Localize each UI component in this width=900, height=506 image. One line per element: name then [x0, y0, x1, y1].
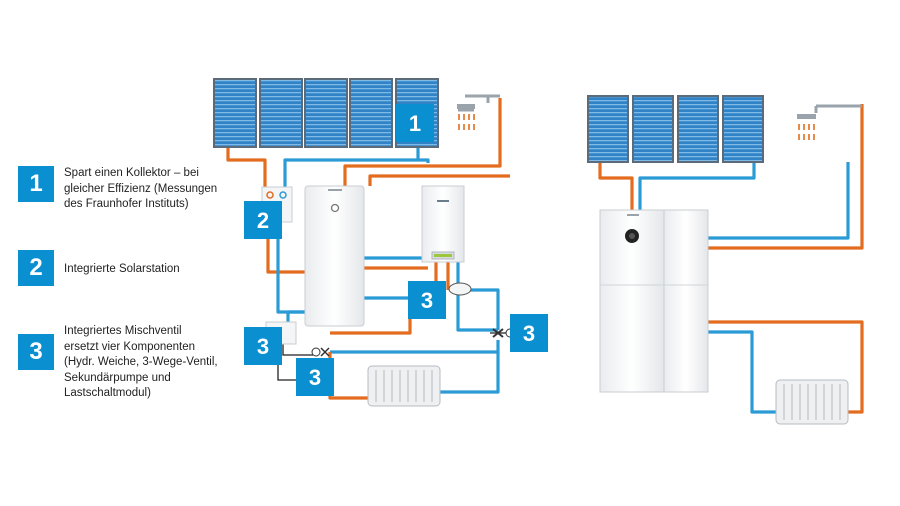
legend-number-badge: 2	[18, 250, 54, 286]
svg-text:3: 3	[309, 365, 321, 390]
diagram-badge-3: 3	[408, 281, 446, 319]
radiator-hot-pipe	[708, 320, 864, 414]
solar-collector-icon	[632, 95, 674, 163]
solar-collector-icon	[349, 78, 393, 148]
legend-item-1: 1 Spart einen Kollektor – bei gleicher E…	[18, 166, 264, 213]
solar-collector-icon	[259, 78, 303, 148]
svg-text:2: 2	[257, 208, 269, 233]
legend-text: Spart einen Kollektor – bei gleicher Eff…	[64, 167, 218, 210]
shower-hot-pipe	[343, 98, 502, 186]
shower-cold-pipe	[708, 162, 850, 240]
diagram-badge-3: 3	[510, 314, 548, 352]
collector-cold-pipe	[638, 162, 756, 210]
solar-collector-icon	[587, 95, 629, 163]
diagram-badge-1: 1	[396, 104, 434, 142]
legend-text: Integriertes Mischventil ersetzt vier Ko…	[64, 325, 218, 399]
shower-hot-pipe	[708, 104, 864, 250]
shower-icon	[797, 104, 862, 140]
solar-collector-row	[587, 95, 764, 163]
radiator-icon	[775, 379, 849, 425]
mixing-valve-icon	[311, 347, 330, 357]
radiator-icon	[367, 365, 441, 407]
collector-hot-pipe	[598, 162, 634, 210]
radiator-cold-pipe	[440, 352, 500, 394]
diagram-badge-2: 2	[244, 201, 282, 239]
control-line	[282, 342, 313, 356]
expansion-vessel-icon	[448, 282, 472, 296]
svg-text:3: 3	[421, 288, 433, 313]
solar-collector-icon	[213, 78, 257, 148]
legend-number-badge: 3	[18, 334, 54, 370]
mixing-cold-pipe	[330, 340, 500, 354]
legend-text: Integrierte Solarstation	[64, 263, 180, 275]
shower-hot-pipe	[368, 174, 510, 186]
radiator-cold-pipe	[708, 330, 778, 414]
station-cold-pipe	[276, 225, 305, 314]
collector-feed-pipe	[283, 158, 418, 193]
shower-icon	[457, 94, 500, 130]
boiler-icon	[421, 185, 465, 263]
legend-item-2: 2 Integrierte Solarstation	[18, 250, 264, 286]
svg-text:3: 3	[257, 334, 269, 359]
svg-text:1: 1	[409, 111, 421, 136]
boiler-cold-pipe	[464, 288, 500, 330]
boiler-return-pipe	[456, 262, 498, 332]
svg-text:3: 3	[523, 321, 535, 346]
storage-tank-icon	[304, 185, 365, 327]
heat-pump-unit-icon	[599, 209, 709, 393]
diagram-badge-3: 3	[296, 358, 334, 396]
collector-cold-pipe	[416, 146, 430, 163]
legend-item-3: 3 Integriertes Mischventil ersetzt vier …	[18, 325, 264, 402]
solar-collector-icon	[304, 78, 348, 148]
radiator-hot-pipe	[328, 352, 368, 400]
solar-collector-icon	[722, 95, 764, 163]
solar-collector-icon	[677, 95, 719, 163]
collector-hot-pipe	[226, 146, 267, 193]
legend-number-badge: 1	[18, 166, 54, 202]
diagram-badge-3: 3	[244, 327, 282, 365]
